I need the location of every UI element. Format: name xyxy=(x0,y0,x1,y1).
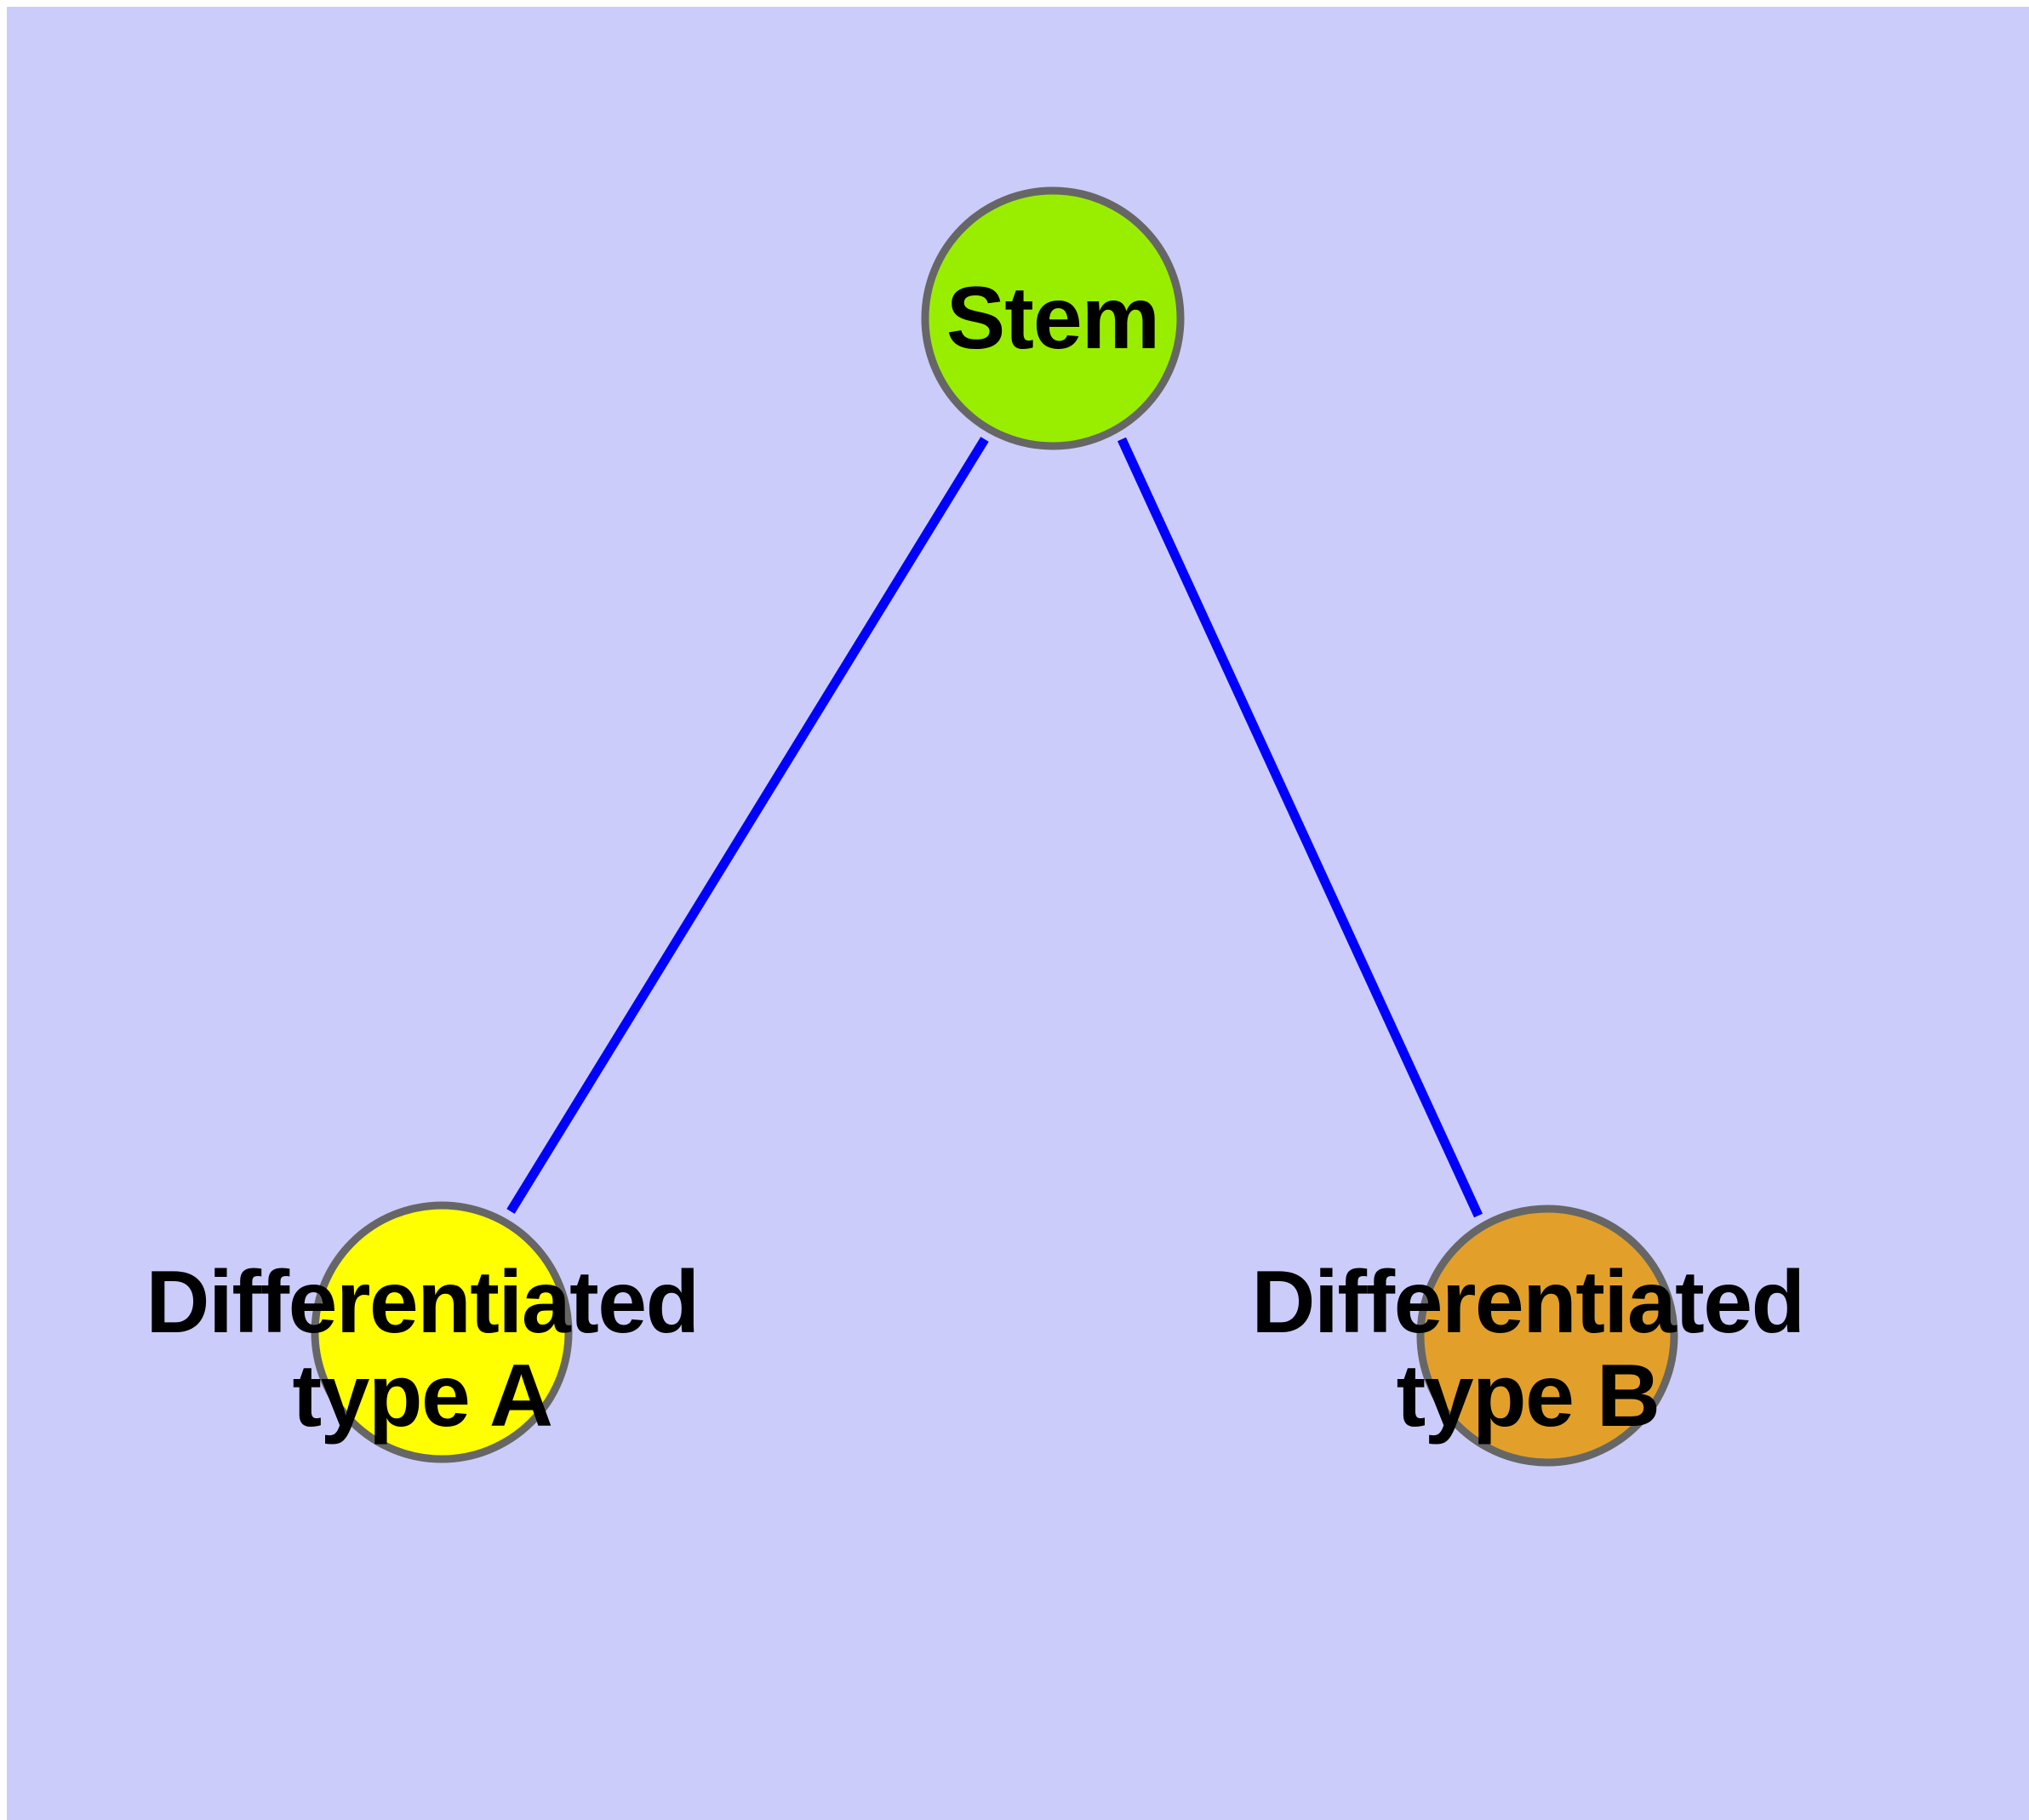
node-layer xyxy=(311,186,1678,1467)
edge-stem-to-differentiated-b xyxy=(1117,437,1483,1218)
node-differentiated-type-a[interactable] xyxy=(311,1201,573,1463)
edge-layer xyxy=(506,437,1483,1218)
edge-stem-to-differentiated-a xyxy=(506,437,989,1214)
node-differentiated-type-b[interactable] xyxy=(1416,1205,1678,1467)
node-stem[interactable] xyxy=(921,186,1185,450)
